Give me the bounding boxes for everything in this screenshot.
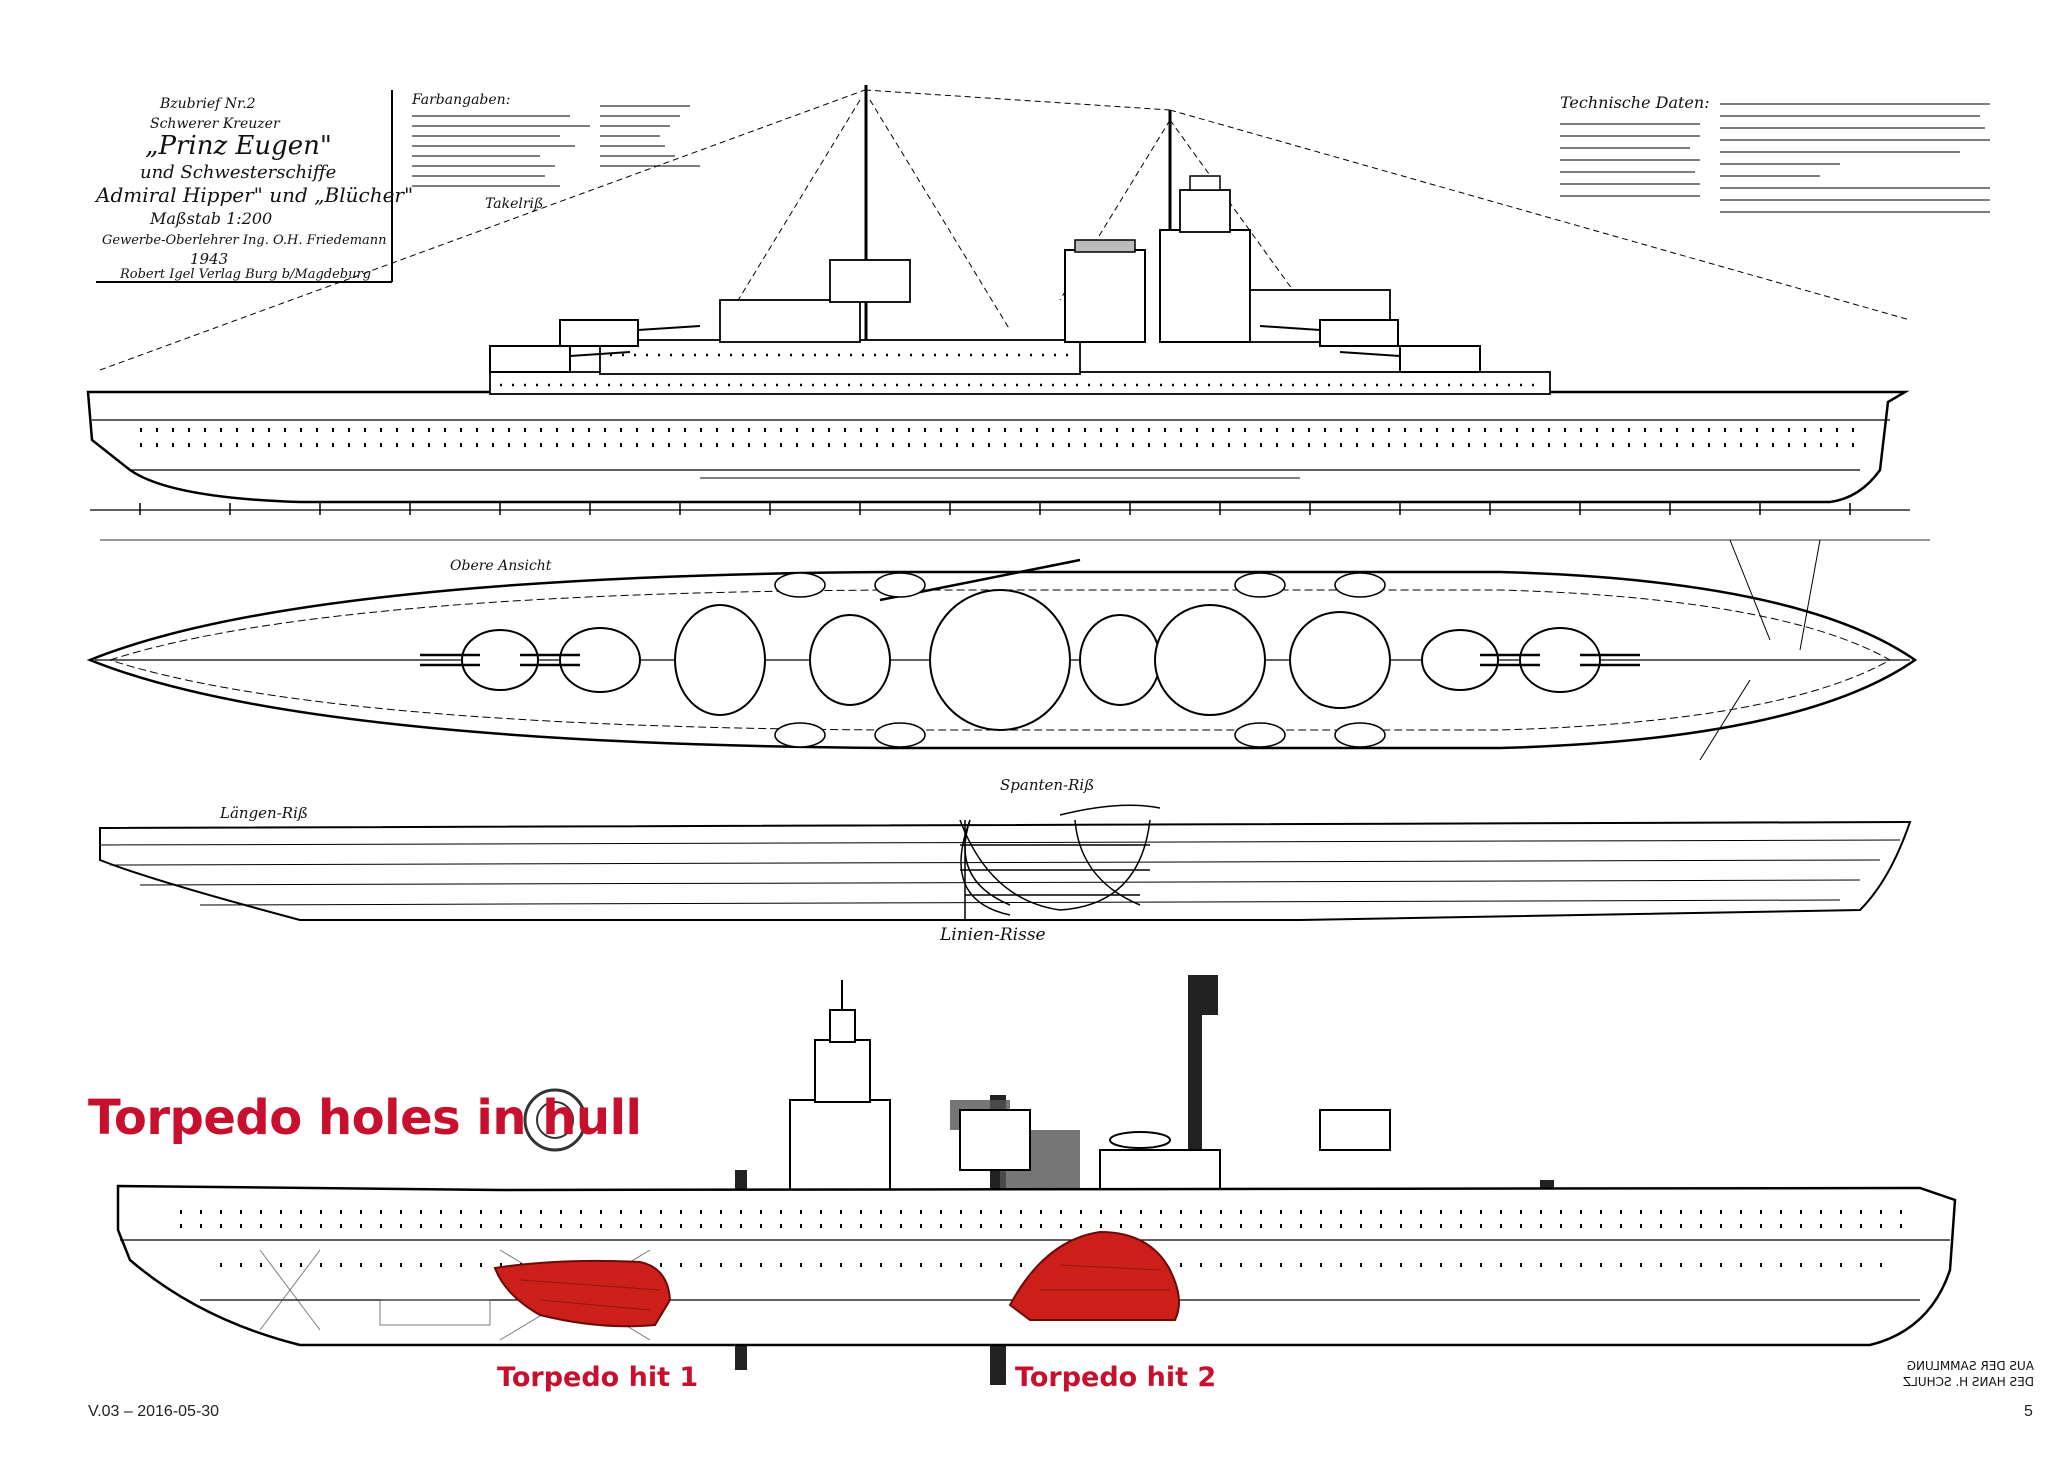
mirrored-stamp: AUS DER SAMMLUNG DES HANS H. SCHULZ [1903, 1359, 2034, 1389]
lines-plan: Längen-Riß Spanten-Riß Linien-Risse [99, 776, 1912, 945]
label-laengen-riss: Längen-Riß [219, 804, 308, 822]
plan-title-block: Bzubrief Nr.2 Schwerer Kreuzer „Prinz Eu… [94, 90, 413, 283]
technical-data-table: Technische Daten: [1560, 93, 1990, 213]
side-elevation: Takelriß [86, 85, 1930, 541]
photo-heading: Torpedo holes in hull [88, 1090, 642, 1146]
torpedo-hole-2 [1008, 1230, 1180, 1321]
paint-legend: Farbangaben: [411, 92, 700, 187]
paint-legend-header: Farbangaben: [411, 92, 510, 108]
footer-version: V.03 – 2016-05-30 [88, 1403, 220, 1420]
plan-title-line: Admiral Hipper" und „Blücher" [94, 183, 413, 207]
technical-data-header: Technische Daten: [1560, 93, 1710, 112]
page-number: 5 [2024, 1403, 2033, 1420]
stamp-line-2: DES HANS H. SCHULZ [1903, 1375, 2034, 1389]
collection-seal [523, 1088, 587, 1152]
plan-title-line: Bzubrief Nr.2 [159, 96, 256, 112]
label-spanten-riss: Spanten-Riß [1000, 776, 1094, 794]
label-takelriss: Takelriß [485, 196, 543, 212]
torpedo-hit-1-label: Torpedo hit 1 [497, 1362, 699, 1393]
plan-title-line: Schwerer Kreuzer [150, 116, 281, 132]
plan-publisher: Robert Igel Verlag Burg b/Magdeburg [119, 267, 371, 282]
stamp-line-1: AUS DER SAMMLUNG [1907, 1359, 2034, 1373]
plan-title-line: Gewerbe-Oberlehrer Ing. O.H. Friedemann [102, 233, 387, 248]
plan-title-line: „Prinz Eugen" [145, 131, 332, 161]
torpedo-hole-1 [493, 1259, 672, 1328]
hull-photo: AUS DER SAMMLUNG DES HANS H. SCHULZ [116, 975, 2034, 1389]
plan-title-line: Maßstab 1:200 [149, 209, 272, 228]
plan-title-line: und Schwesterschiffe [140, 162, 336, 183]
label-obere-ansicht: Obere Ansicht [450, 558, 552, 574]
torpedo-hit-2-label: Torpedo hit 2 [1015, 1362, 1217, 1393]
plan-view: Obere Ansicht [86, 539, 1918, 761]
label-linien-risse: Linien-Risse [939, 925, 1046, 945]
plan-title-line: 1943 [190, 250, 228, 268]
